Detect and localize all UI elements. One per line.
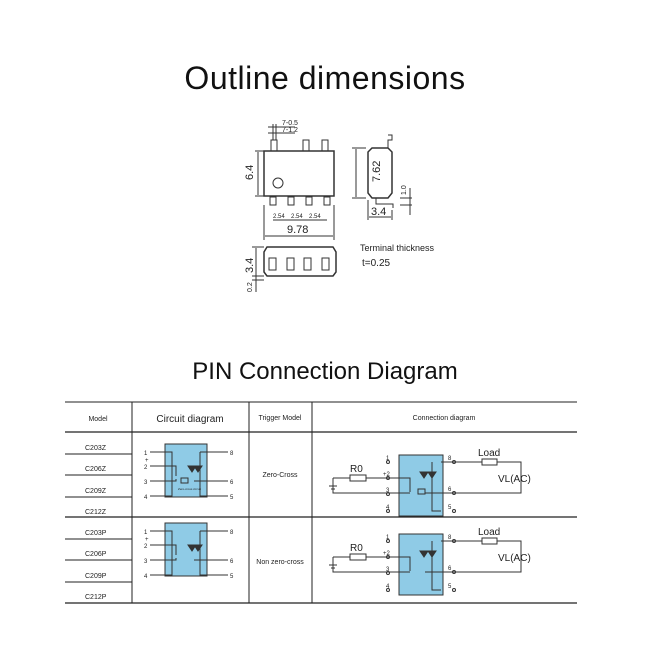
header-model: Model <box>88 416 108 423</box>
dim-pitch-3: 2.54 <box>309 214 321 220</box>
dim-standoff: 0.2 <box>247 282 254 292</box>
dim-lead-len: 1.0 <box>401 185 408 195</box>
dim-lead-a: 7-0.5 <box>282 120 298 127</box>
svg-text:1: 1 <box>144 451 148 457</box>
svg-text:1: 1 <box>144 530 148 536</box>
terminal-label: Terminal thickness <box>360 243 435 253</box>
source-label: VL(AC) <box>498 474 531 485</box>
svg-text:+2: +2 <box>383 472 391 478</box>
svg-text:+: + <box>145 458 149 464</box>
model-cell: C203Z <box>85 445 107 452</box>
svg-text:+: + <box>145 537 149 543</box>
dim-side-width: 3.4 <box>371 206 386 218</box>
package-side-view <box>352 134 412 220</box>
outline-title: Outline dimensions <box>184 60 466 96</box>
svg-text:1: 1 <box>386 535 390 541</box>
svg-text:6: 6 <box>230 559 234 565</box>
zero-cross-label: Zero-cross circuit <box>178 487 201 491</box>
dim-length: 9.78 <box>287 224 308 236</box>
svg-text:4: 4 <box>386 584 390 590</box>
r0-label: R0 <box>350 464 363 475</box>
source-label: VL(AC) <box>498 553 531 564</box>
dim-lead-b: 7-1.2 <box>282 127 298 134</box>
package-bottom-view <box>252 246 337 292</box>
connection-diagram-non-zero-cross <box>329 533 522 596</box>
load-resistor <box>481 458 498 466</box>
svg-text:5: 5 <box>230 574 234 580</box>
model-cell: C212Z <box>85 509 107 516</box>
model-cell: C206P <box>85 551 107 558</box>
svg-text:2: 2 <box>144 465 148 471</box>
svg-text:5: 5 <box>448 584 452 590</box>
svg-text:6: 6 <box>448 487 452 493</box>
model-cell: C209Z <box>85 488 107 495</box>
dim-width: 7.62 <box>371 161 383 182</box>
svg-text:8: 8 <box>448 535 452 541</box>
pin-table <box>65 401 577 604</box>
svg-text:5: 5 <box>448 505 452 511</box>
model-cell: C212P <box>85 594 107 601</box>
pin-title: PIN Connection Diagram <box>192 358 458 385</box>
model-cell: C203P <box>85 530 107 537</box>
r0-label: R0 <box>350 543 363 554</box>
svg-text:3: 3 <box>144 559 148 565</box>
dim-body-height: 3.4 <box>244 258 256 273</box>
model-cell: C209P <box>85 573 107 580</box>
svg-text:8: 8 <box>448 456 452 462</box>
svg-text:+2: +2 <box>383 551 391 557</box>
load-label: Load <box>478 527 500 538</box>
header-connection: Connection diagram <box>413 415 476 422</box>
header-trigger: Trigger Model <box>259 415 302 422</box>
circuit-diagram-non-zero-cross <box>150 522 228 577</box>
svg-text:8: 8 <box>230 530 234 536</box>
dim-pitch-2: 2.54 <box>291 214 303 220</box>
svg-text:5: 5 <box>230 495 234 501</box>
svg-text:6: 6 <box>448 566 452 572</box>
circuit-diagram-zero-cross <box>150 443 228 498</box>
svg-text:8: 8 <box>230 451 234 457</box>
svg-text:1: 1 <box>386 456 390 462</box>
connection-diagram-zero-cross <box>329 454 522 517</box>
terminal-value: t=0.25 <box>362 258 391 269</box>
svg-text:4: 4 <box>144 574 148 580</box>
dim-height: 6.4 <box>244 165 256 180</box>
dim-pitch-1: 2.54 <box>273 214 285 220</box>
resistor-r0 <box>349 474 367 482</box>
svg-text:6: 6 <box>230 480 234 486</box>
svg-text:3: 3 <box>386 567 390 573</box>
header-circuit: Circuit diagram <box>156 414 223 425</box>
svg-text:4: 4 <box>386 505 390 511</box>
svg-text:3: 3 <box>144 480 148 486</box>
svg-text:4: 4 <box>144 495 148 501</box>
trigger-cell: Non zero-cross <box>256 559 304 566</box>
trigger-cell: Zero-Cross <box>262 472 298 479</box>
load-label: Load <box>478 448 500 459</box>
package-top-view <box>255 124 335 240</box>
svg-text:2: 2 <box>144 544 148 550</box>
model-cell: C206Z <box>85 466 107 473</box>
svg-text:3: 3 <box>386 488 390 494</box>
